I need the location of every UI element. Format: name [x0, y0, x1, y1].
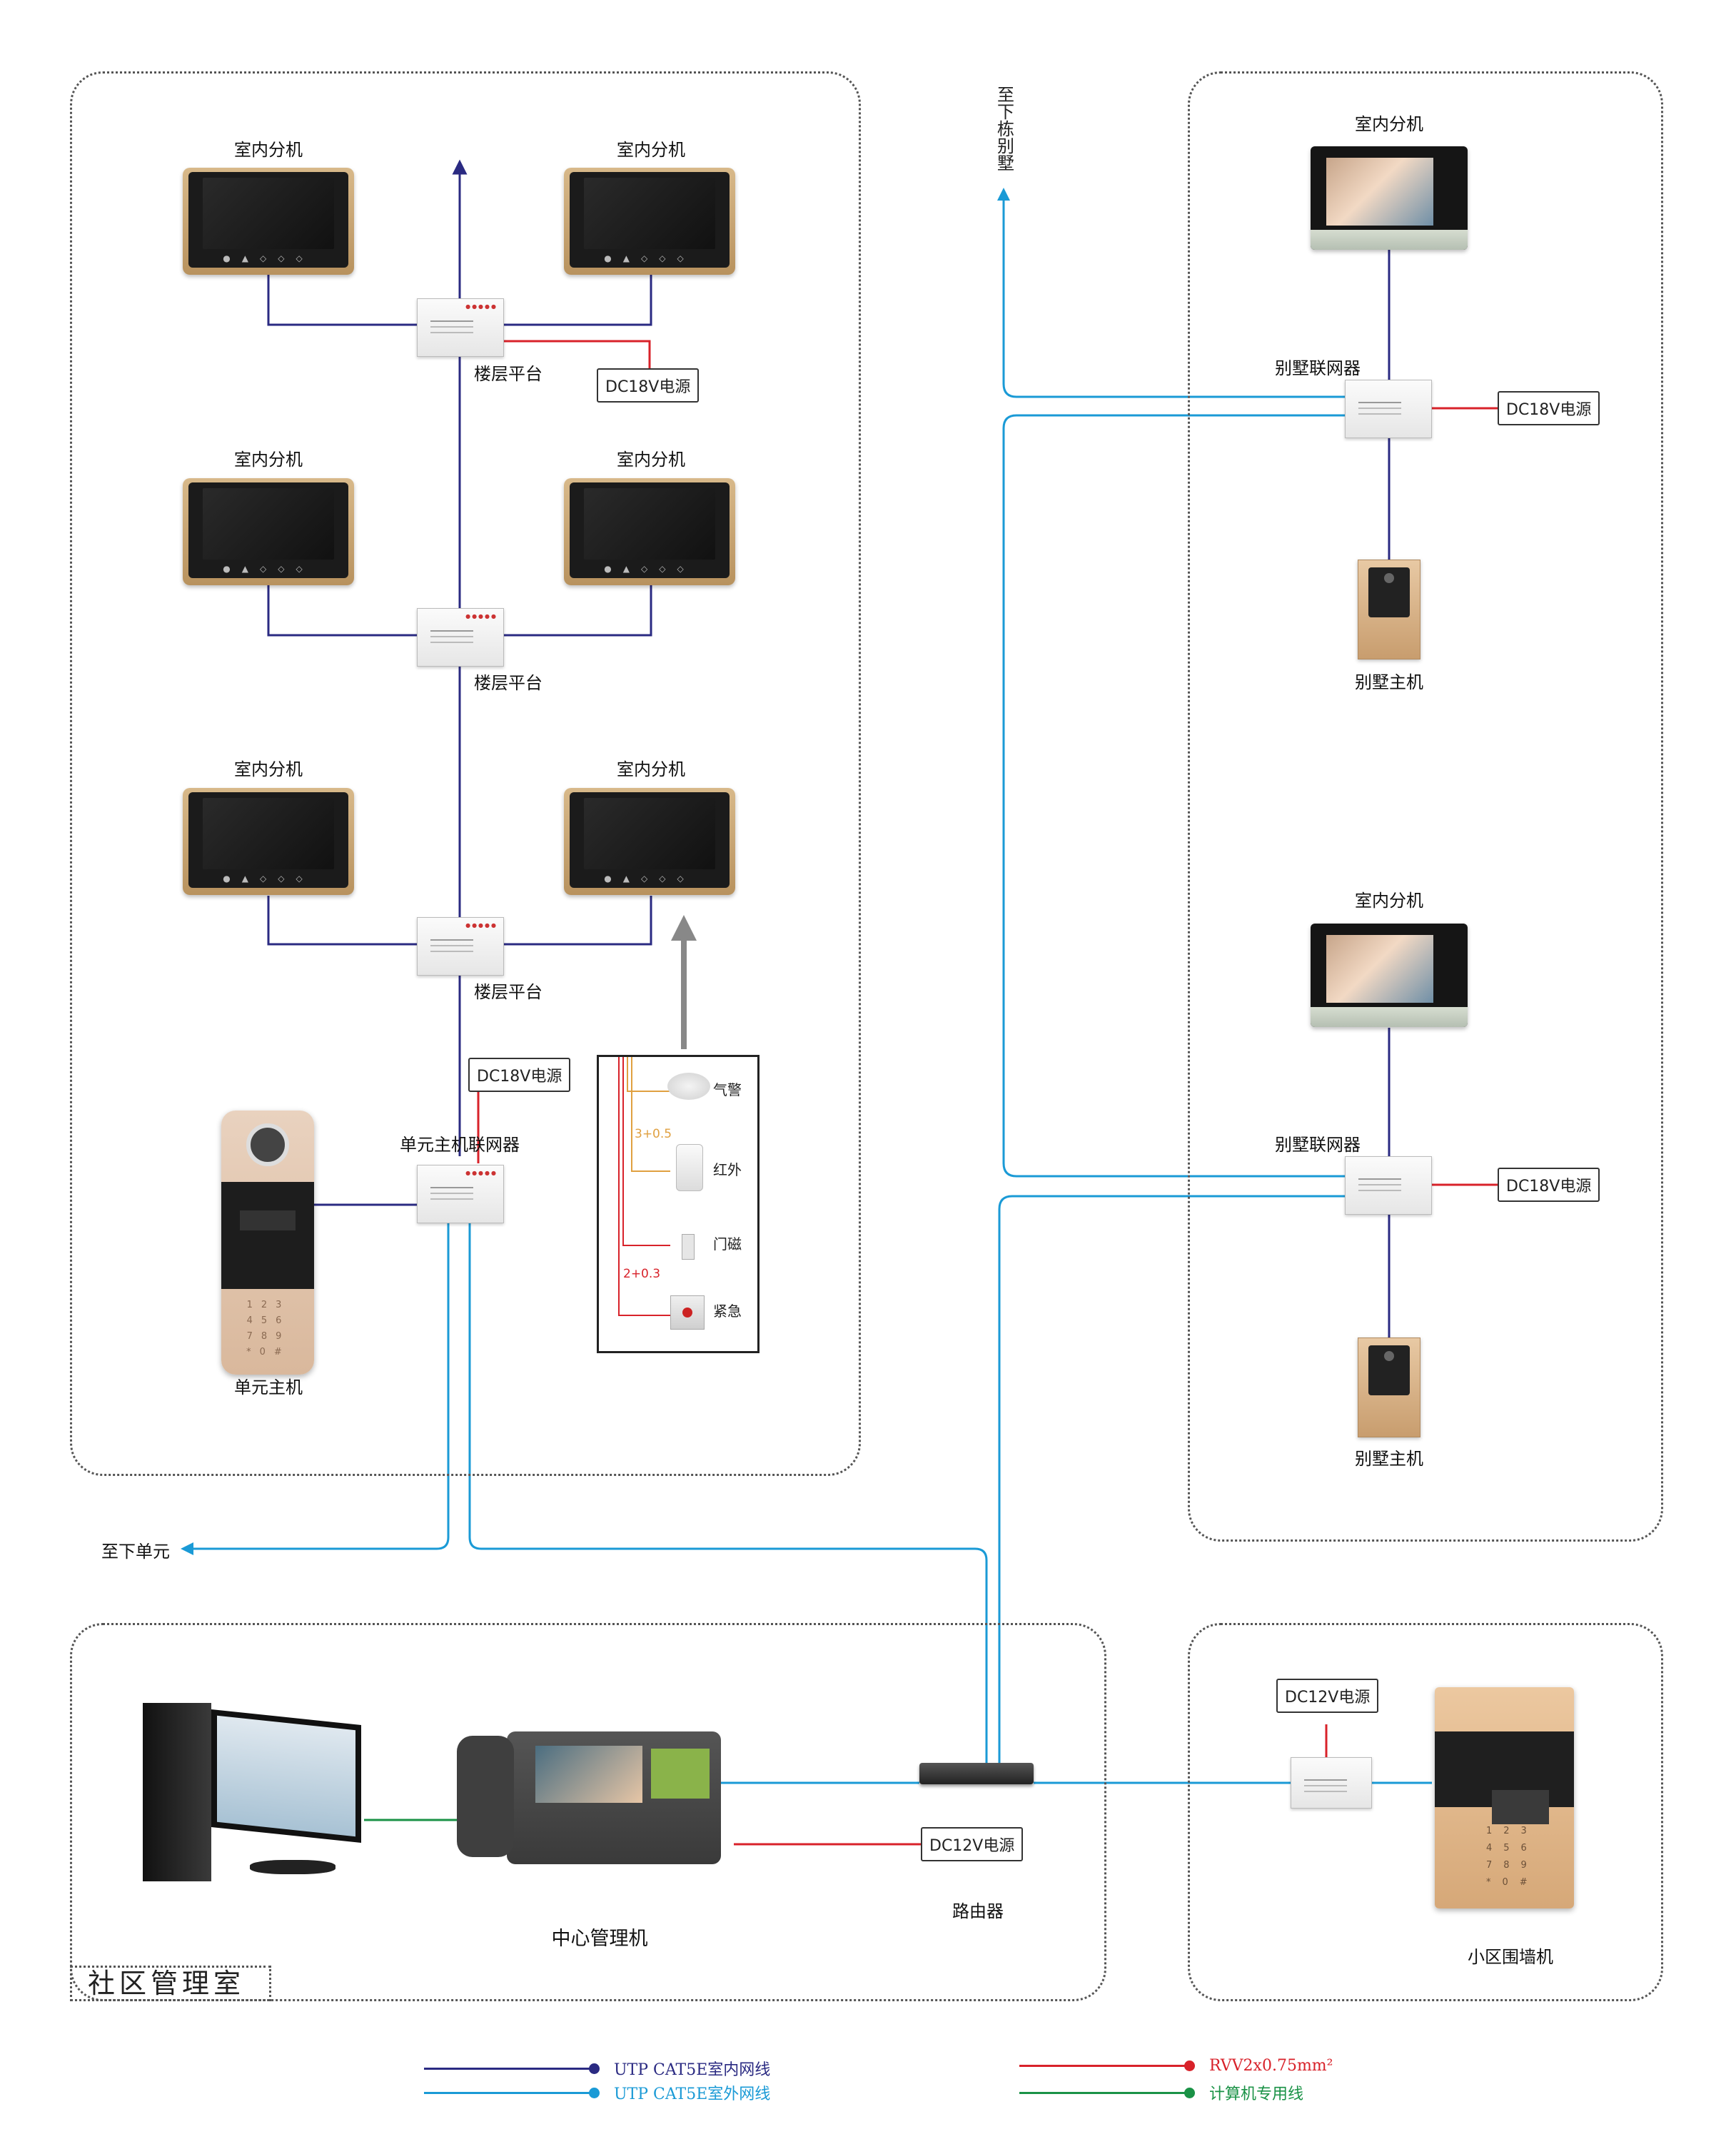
- villa-door-station: [1358, 560, 1420, 659]
- security-sensor-panel: 气警 3+0.5 红外 门磁 2+0.3 紧急: [597, 1055, 760, 1353]
- to-next-villa-label: 至下栋别墅: [989, 86, 1018, 176]
- unit-master-networker-box: ●●●●●: [417, 1165, 504, 1223]
- indoor-monitor: ●▲◇◇◇: [564, 788, 735, 895]
- dc18v-power-supply: DC18V电源: [468, 1058, 571, 1092]
- indoor-monitor: ●▲◇◇◇: [183, 168, 354, 275]
- villa-indoor-monitor: [1311, 146, 1468, 250]
- dc18v-power-supply: DC18V电源: [1498, 391, 1600, 425]
- indoor-monitor: ●▲◇◇◇: [183, 478, 354, 585]
- to-next-villa-text: 至下栋别墅: [994, 86, 1014, 171]
- management-computer: [143, 1703, 364, 1896]
- dc12v-power-supply: DC12V电源: [921, 1827, 1024, 1861]
- villa-networker-box: [1345, 380, 1432, 438]
- indoor-unit-label: 室内分机: [234, 450, 303, 470]
- villa-door-station: [1358, 1337, 1420, 1437]
- floor-platform-box: ●●●●●: [417, 608, 504, 667]
- unit-master-label: 单元主机: [234, 1377, 303, 1397]
- floor-platform-label: 楼层平台: [474, 982, 542, 1002]
- legend-text: RVV2x0.75mm²: [1209, 2057, 1333, 2075]
- legend-text: UTP CAT5E室外网线: [614, 2085, 771, 2103]
- indoor-unit-label: 室内分机: [1355, 114, 1423, 134]
- indoor-unit-label: 室内分机: [1355, 891, 1423, 911]
- villa-master-label: 别墅主机: [1355, 672, 1423, 692]
- indoor-unit-label: 室内分机: [617, 759, 685, 779]
- emergency-button-icon: [670, 1295, 705, 1330]
- villa-master-label: 别墅主机: [1355, 1449, 1423, 1469]
- gas-sensor-label: 气警: [713, 1081, 742, 1098]
- unit-master-door-station: 123 456 789 *0#: [221, 1111, 314, 1375]
- wall-networker-box: [1291, 1757, 1372, 1809]
- community-room-label: 社区管理室: [70, 1966, 271, 2001]
- indoor-unit-label: 室内分机: [617, 140, 685, 160]
- sensor-uplink-arrow: [671, 915, 697, 1049]
- dc12v-power-supply: DC12V电源: [1276, 1679, 1379, 1713]
- dc18v-power-supply: DC18V电源: [597, 368, 700, 403]
- legend-swatch: [424, 2087, 600, 2098]
- wire-spec-b: 2+0.3: [623, 1267, 661, 1281]
- indoor-unit-label: 室内分机: [234, 759, 303, 779]
- villa-indoor-monitor: [1311, 924, 1468, 1027]
- infrared-sensor-icon: [676, 1144, 703, 1191]
- emergency-label: 紧急: [713, 1303, 742, 1320]
- router-device: [919, 1763, 1034, 1784]
- gas-detector-icon: [667, 1073, 710, 1100]
- legend-item: UTP CAT5E室内网线: [424, 2057, 770, 2080]
- villa-networker-label: 别墅联网器: [1275, 358, 1361, 378]
- legend-swatch: [1019, 2060, 1195, 2071]
- floor-platform-box: ●●●●●: [417, 917, 504, 976]
- villa-networker-box: [1345, 1156, 1432, 1215]
- legend-text: 计算机专用线: [1209, 2085, 1304, 2103]
- wire-spec-a: 3+0.5: [635, 1127, 672, 1141]
- floor-platform-label: 楼层平台: [474, 673, 542, 693]
- wall-door-station: 123 456 789 *0#: [1435, 1687, 1574, 1908]
- indoor-monitor: ●▲◇◇◇: [183, 788, 354, 895]
- legend-item: UTP CAT5E室外网线: [424, 2081, 770, 2104]
- to-next-unit-label: 至下单元: [101, 1542, 170, 1562]
- legend-text: UTP CAT5E室内网线: [614, 2061, 771, 2079]
- door-magnet-icon: [682, 1234, 695, 1260]
- legend-swatch: [1019, 2087, 1195, 2098]
- center-console-label: 中心管理机: [551, 1928, 648, 1950]
- dc18v-power-supply: DC18V电源: [1498, 1168, 1600, 1202]
- indoor-unit-label: 室内分机: [234, 140, 303, 160]
- legend-swatch: [424, 2063, 600, 2074]
- center-management-console: [457, 1731, 732, 1874]
- power-cabling: [477, 340, 1498, 1846]
- indoor-monitor: ●▲◇◇◇: [564, 168, 735, 275]
- villa-zone: [1188, 71, 1663, 1542]
- legend-item: RVV2x0.75mm²: [1019, 2057, 1333, 2075]
- wall-station-zone: [1188, 1623, 1663, 2001]
- indoor-unit-label: 室内分机: [617, 450, 685, 470]
- infrared-sensor-label: 红外: [713, 1161, 742, 1178]
- door-magnet-label: 门磁: [713, 1235, 742, 1253]
- wall-station-label: 小区围墙机: [1468, 1947, 1553, 1967]
- router-label: 路由器: [952, 1901, 1004, 1921]
- management-room-zone: [70, 1623, 1106, 2001]
- floor-platform-label: 楼层平台: [474, 364, 542, 384]
- legend-item: 计算机专用线: [1019, 2081, 1303, 2104]
- indoor-monitor: ●▲◇◇◇: [564, 478, 735, 585]
- floor-platform-box: ●●●●●: [417, 298, 504, 357]
- outdoor-cabling: [181, 188, 1432, 1784]
- villa-networker-label: 别墅联网器: [1275, 1135, 1361, 1155]
- unit-master-networker-label: 单元主机联网器: [400, 1135, 520, 1155]
- building-zone: [70, 71, 861, 1476]
